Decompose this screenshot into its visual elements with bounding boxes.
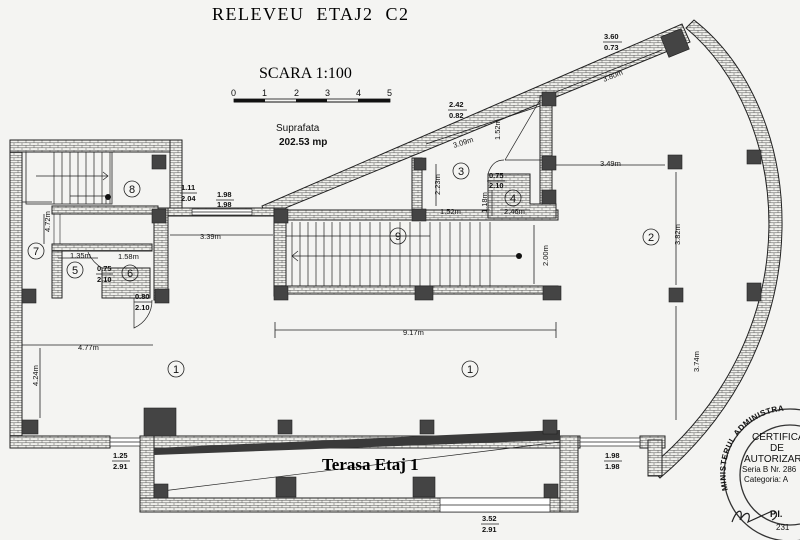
room-number: 1 [467, 364, 473, 376]
door-swings [87, 99, 542, 329]
area-value: 202.53 mp [279, 137, 327, 148]
scale-tick-labels: 0 1 2 3 4 5 [231, 88, 392, 98]
stamp-line: Seria B Nr. 286 [742, 465, 797, 474]
opening-top: 3.60 [604, 32, 619, 41]
scale-label: SCARA 1:100 [259, 65, 352, 82]
opening-top: 1.98 [605, 451, 620, 460]
room-number: 6 [127, 268, 133, 280]
opening-labels: 3.60 0.73 2.42 0.82 0.75 2.10 1.11 2.04 … [96, 32, 622, 534]
dim-label: 4.24m [31, 365, 40, 386]
stamp-line: Categoria: A [744, 475, 789, 484]
stair-9 [286, 222, 522, 286]
opening-top: 2.42 [449, 100, 464, 109]
opening-top: 0.80 [135, 292, 150, 301]
wall-stair-right [169, 139, 183, 217]
page-number: 231 [776, 523, 790, 532]
room-number: 8 [129, 184, 135, 196]
dim-label: 3.82m [673, 224, 682, 245]
stamp-line: DE [770, 443, 784, 454]
dimension-lines [22, 49, 677, 420]
dim-label: 1.18m [480, 192, 489, 213]
wall-top-left [9, 139, 183, 153]
opening-top: 0.75 [489, 171, 504, 180]
opening-top: 1.98 [217, 190, 232, 199]
scale-tick: 3 [325, 88, 330, 98]
signature-initials: P.I. [770, 509, 782, 519]
dim-label: 3.39m [200, 232, 221, 241]
scale-tick: 5 [387, 88, 392, 98]
opening-bottom: 2.04 [181, 194, 196, 203]
room-number: 7 [33, 246, 39, 258]
opening-bottom: 0.73 [604, 43, 619, 52]
scale-tick: 1 [262, 88, 267, 98]
opening-top: 3.52 [482, 514, 497, 523]
terrace-label: Terasa Etaj 1 [322, 455, 419, 474]
opening-bottom: 1.98 [217, 200, 232, 209]
dimension-labels: 9.17m 4.77m 3.39m 1.35m 1.58m 1.52m 2.46… [31, 68, 701, 386]
dim-label: 3.49m [600, 159, 621, 168]
opening-bottom: 1.98 [605, 462, 620, 471]
wall-diagonal [261, 23, 691, 217]
room-numbers: 1 1 2 3 4 5 6 7 8 9 [27, 162, 660, 378]
dim-label: 4.72m [43, 211, 52, 232]
scale-tick: 4 [356, 88, 361, 98]
dim-label: 1.52m [493, 119, 502, 140]
window-openings [109, 208, 641, 513]
wall-bottom-left [9, 435, 111, 449]
scale-tick: 0 [231, 88, 236, 98]
wall-curve-foot [647, 439, 663, 477]
wall-left [9, 139, 23, 449]
columns [21, 28, 762, 499]
dim-label: 1.35m [70, 251, 91, 260]
dim-label: 2.00m [541, 245, 550, 266]
stamp-line: CERTIFICA [752, 432, 800, 443]
dim-label: 3.74m [692, 351, 701, 372]
dim-label: 1.58m [118, 252, 139, 261]
opening-top: 1.11 [181, 183, 195, 192]
room-number: 9 [395, 231, 401, 243]
opening-bottom: 2.10 [97, 275, 112, 284]
dim-label: 1.52m [440, 207, 461, 216]
opening-top: 1.25 [113, 451, 128, 460]
room-number: 5 [72, 265, 78, 277]
room-number: 3 [458, 166, 464, 178]
dim-label: 2.46m [504, 207, 525, 216]
stamp-line: AUTORIZAR [744, 454, 800, 465]
dim-label: 9.17m [403, 328, 424, 337]
opening-bottom: 2.91 [113, 462, 128, 471]
opening-top: 0.75 [97, 264, 112, 273]
terrace-beam [154, 430, 560, 455]
opening-bottom: 2.91 [482, 525, 497, 534]
dim-label: 2.23m [433, 174, 442, 195]
plan-title: RELEVEU ETAJ2 C2 [212, 4, 410, 24]
opening-bottom: 2.10 [135, 303, 150, 312]
dim-label: 4.77m [78, 343, 99, 352]
scale-bar [233, 98, 391, 103]
certification-stamp: MINISTERUL ADMINISTRA CERTIFICA DE AUTOR… [719, 404, 800, 540]
room-number: 1 [173, 364, 179, 376]
stair-top-left [25, 151, 113, 245]
area-label: Suprafata [276, 123, 320, 134]
opening-bottom: 2.10 [489, 181, 504, 190]
signature [731, 510, 778, 524]
room-number: 4 [510, 193, 516, 205]
scale-tick: 2 [294, 88, 299, 98]
opening-bottom: 0.82 [449, 111, 464, 120]
room-number: 2 [648, 232, 654, 244]
